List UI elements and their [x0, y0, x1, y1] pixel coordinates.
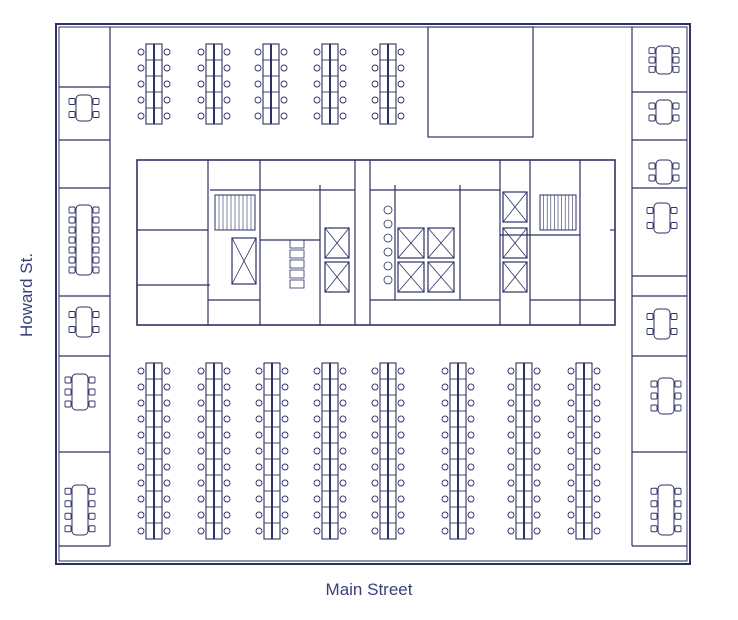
street-label-main: Main Street — [325, 580, 413, 599]
workstation-cluster — [255, 362, 289, 540]
workstation-cluster — [137, 362, 171, 540]
conference-table — [64, 373, 96, 411]
core-outline — [136, 159, 616, 326]
exterior-wall — [55, 23, 691, 565]
fixture — [383, 233, 393, 243]
elevator — [502, 191, 528, 223]
elevator — [397, 261, 425, 293]
elevator — [324, 261, 350, 293]
restroom-stall — [289, 239, 305, 249]
conference-table — [646, 202, 678, 234]
conference-table — [68, 306, 100, 338]
workstation-cluster — [567, 362, 601, 540]
fixture — [383, 219, 393, 229]
elevator — [502, 261, 528, 293]
conference-table — [650, 484, 682, 536]
workstation-cluster — [371, 362, 405, 540]
elevator — [397, 227, 425, 259]
restroom-stall — [289, 259, 305, 269]
workstation-cluster — [254, 43, 288, 125]
workstation-cluster — [197, 43, 231, 125]
conference-table — [650, 377, 682, 415]
restroom-stall — [289, 249, 305, 259]
workstation-cluster — [441, 362, 475, 540]
workstation-cluster — [197, 362, 231, 540]
street-label-howard: Howard St. — [17, 252, 36, 338]
exterior-wall-inner — [58, 26, 688, 562]
elevator — [324, 227, 350, 259]
conference-table — [64, 484, 96, 536]
restroom-stall — [289, 279, 305, 289]
workstations — [137, 43, 601, 540]
north-room — [427, 26, 534, 138]
stairs — [539, 194, 577, 231]
conference-table — [68, 94, 100, 122]
elevator — [427, 227, 455, 259]
conference-table — [646, 308, 678, 340]
workstation-cluster — [371, 43, 405, 125]
fixture — [383, 247, 393, 257]
fixture — [383, 275, 393, 285]
conference-table — [648, 99, 680, 125]
workstation-cluster — [137, 43, 171, 125]
stairs — [214, 194, 256, 231]
fixture — [383, 261, 393, 271]
perimeter-offices — [59, 27, 687, 547]
workstation-cluster — [507, 362, 541, 540]
elevator — [231, 237, 257, 285]
fixture — [383, 205, 393, 215]
restroom-stall — [289, 269, 305, 279]
building-core — [136, 26, 616, 326]
workstation-cluster — [313, 362, 347, 540]
workstation-cluster — [313, 43, 347, 125]
conference-table — [648, 159, 680, 185]
elevator — [502, 227, 528, 259]
elevator — [427, 261, 455, 293]
conference-table — [68, 204, 100, 276]
walls — [55, 23, 691, 565]
conference-table — [648, 45, 680, 75]
